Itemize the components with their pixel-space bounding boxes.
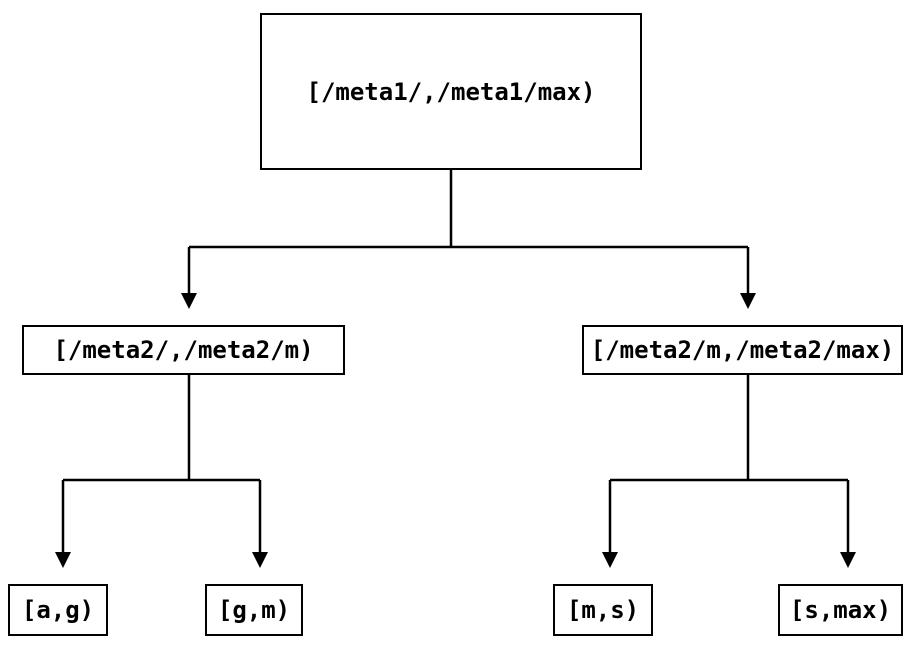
tree-node-leaf-gm: [g,m) [205, 584, 303, 636]
tree-node-leaf-smax-label: [s,max) [789, 596, 892, 624]
tree-node-right-branch: [/meta2/m,/meta2/max) [582, 325, 903, 375]
arrow-down-icon [602, 552, 618, 568]
tree-node-left-branch: [/meta2/,/meta2/m) [22, 325, 345, 375]
tree-node-leaf-ag-label: [a,g) [21, 596, 95, 624]
tree-node-leaf-ms: [m,s) [553, 584, 653, 636]
arrow-down-icon [252, 552, 268, 568]
tree-node-leaf-gm-label: [g,m) [217, 596, 291, 624]
arrow-down-icon [840, 552, 856, 568]
arrow-down-icon [181, 293, 197, 309]
edge-left-branch-to-leaves [55, 375, 268, 568]
tree-node-right-branch-label: [/meta2/m,/meta2/max) [590, 336, 895, 364]
tree-node-left-branch-label: [/meta2/,/meta2/m) [53, 336, 314, 364]
arrow-down-icon [55, 552, 71, 568]
arrow-down-icon [740, 293, 756, 309]
tree-node-leaf-smax: [s,max) [778, 584, 903, 636]
edge-right-branch-to-leaves [602, 375, 856, 568]
tree-node-leaf-ag: [a,g) [8, 584, 108, 636]
tree-node-root-label: [/meta1/,/meta1/max) [306, 77, 596, 106]
tree-node-leaf-ms-label: [m,s) [566, 596, 640, 624]
edge-root-to-branches [181, 170, 756, 309]
tree-node-root: [/meta1/,/meta1/max) [260, 13, 642, 170]
